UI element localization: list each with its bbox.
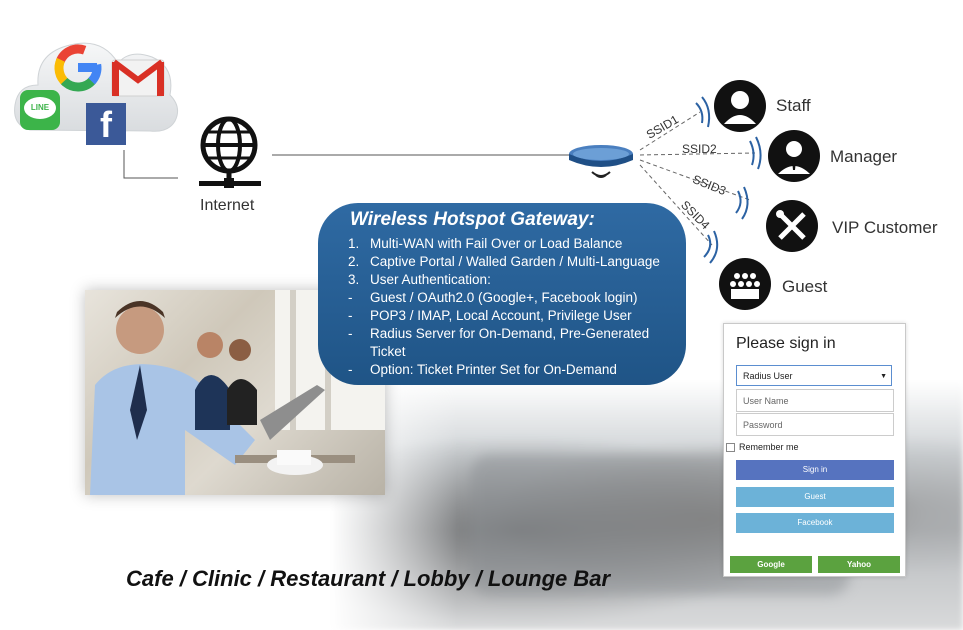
- access-point-icon: [569, 145, 633, 178]
- globe-icon: [199, 116, 261, 188]
- role-guest-label: Guest: [782, 277, 828, 296]
- list-item-text: Captive Portal / Walled Garden / Multi-L…: [370, 254, 660, 269]
- list-marker: -: [348, 308, 353, 323]
- list-item: - Radius Server for On-Demand, Pre-Genera…: [348, 325, 660, 343]
- staff-icon: [714, 80, 766, 132]
- sign-in-button[interactable]: Sign in: [736, 460, 894, 480]
- username-field[interactable]: User Name: [736, 389, 894, 412]
- role-manager-label: Manager: [830, 147, 898, 166]
- gmail-icon: [111, 59, 165, 97]
- auth-type-select[interactable]: Radius User ▼: [736, 365, 892, 386]
- remember-me-checkbox[interactable]: Remember me: [726, 442, 799, 452]
- list-item-text: Option: Ticket Printer Set for On-Demand: [370, 362, 617, 377]
- google-icon: [54, 44, 102, 92]
- list-marker: 2.: [348, 254, 360, 269]
- sign-in-title: Please sign in: [736, 335, 836, 352]
- yahoo-login-button[interactable]: Yahoo: [818, 556, 900, 573]
- hotspot-feature-list: 1. Multi-WAN with Fail Over or Load Balan…: [348, 235, 660, 379]
- hotspot-gateway-box: Wireless Hotspot Gateway: 1. Multi-WAN wi…: [318, 203, 686, 385]
- list-item-text: Ticket: [370, 344, 406, 359]
- password-field[interactable]: Password: [736, 413, 894, 436]
- list-item: 2. Captive Portal / Walled Garden / Multi…: [348, 253, 660, 271]
- list-marker: -: [348, 326, 353, 341]
- list-item: 3. User Authentication:: [348, 271, 660, 289]
- line-app-label: LINE: [30, 103, 50, 112]
- list-marker: 1.: [348, 236, 360, 251]
- remember-me-label: Remember me: [739, 442, 799, 452]
- list-item-text: Radius Server for On-Demand, Pre-Generat…: [370, 326, 650, 341]
- facebook-letter: f: [100, 104, 112, 145]
- list-item: - Guest / OAuth2.0 (Google+, Facebook log…: [348, 289, 660, 307]
- line-app-icon: LINE: [20, 90, 60, 130]
- list-item-text: User Authentication:: [370, 272, 491, 287]
- list-marker: -: [348, 362, 353, 377]
- chevron-down-icon: ▼: [880, 373, 887, 380]
- checkbox-box[interactable]: [726, 442, 735, 452]
- guest-button[interactable]: Guest: [736, 487, 894, 507]
- list-marker: [348, 343, 370, 361]
- auth-type-value: Radius User: [743, 371, 793, 381]
- list-item: - Option: Ticket Printer Set for On-Deman…: [348, 361, 660, 379]
- list-item-text: Guest / OAuth2.0 (Google+, Facebook logi…: [370, 290, 638, 305]
- facebook-icon: f: [86, 103, 126, 145]
- role-vip-customer-label: VIP Customer: [832, 218, 938, 237]
- hotspot-title: Wireless Hotspot Gateway:: [350, 209, 595, 230]
- signal-waves: [695, 96, 762, 264]
- list-item: 1. Multi-WAN with Fail Over or Load Balan…: [348, 235, 660, 253]
- vip-customer-icon: [766, 200, 818, 252]
- google-login-button[interactable]: Google: [730, 556, 812, 573]
- venue-caption: Cafe / Clinic / Restaurant / Lobby / Lou…: [126, 566, 611, 591]
- list-item: Ticket: [348, 343, 660, 361]
- list-marker: -: [348, 290, 353, 305]
- list-item-text: POP3 / IMAP, Local Account, Privilege Us…: [370, 308, 632, 323]
- sign-in-panel: Please sign in Radius User ▼ User Name P…: [723, 323, 906, 577]
- role-staff-label: Staff: [776, 96, 811, 115]
- guest-icon: [719, 258, 771, 310]
- facebook-login-button[interactable]: Facebook: [736, 513, 894, 533]
- list-item: - POP3 / IMAP, Local Account, Privilege U…: [348, 307, 660, 325]
- list-marker: 3.: [348, 272, 360, 287]
- internet-label: Internet: [200, 197, 255, 214]
- manager-icon: [768, 130, 820, 182]
- list-item-text: Multi-WAN with Fail Over or Load Balance: [370, 236, 623, 251]
- ssid2-label: SSID2: [682, 142, 717, 156]
